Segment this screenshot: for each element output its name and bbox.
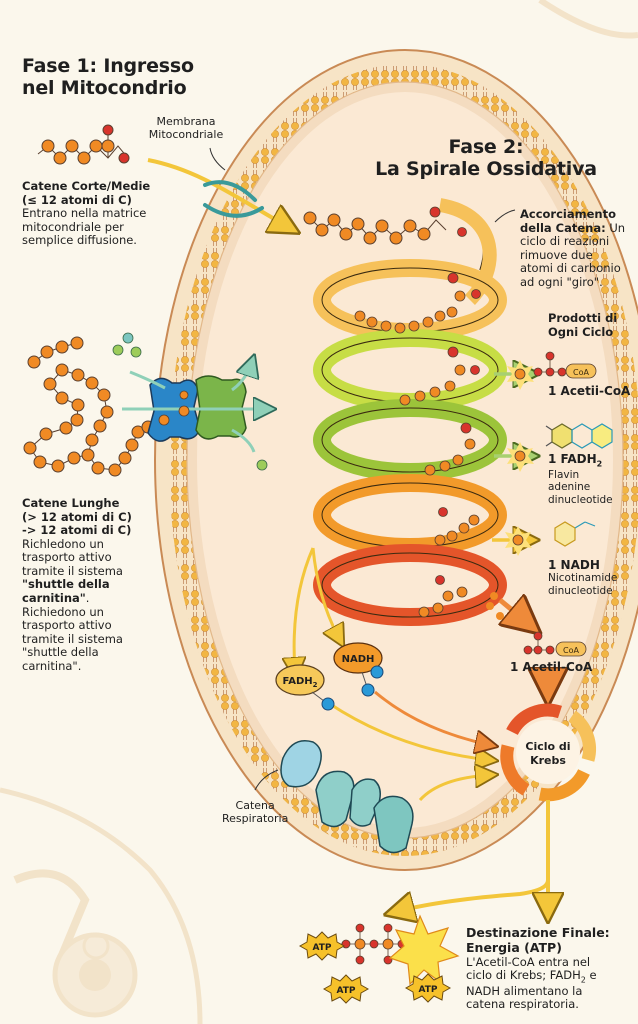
atp-star-2 (322, 974, 370, 1004)
krebs-label-line2: Krebs (530, 754, 566, 767)
atp-star-3 (404, 973, 452, 1003)
coa-tag-1: CoA (573, 368, 589, 377)
atp-label-3: ATP (418, 985, 437, 995)
diffusion-arrow (147, 158, 290, 228)
atp-group: ATP ATP ATP (298, 914, 460, 1004)
energy-burst (388, 914, 460, 986)
respiratory-chain-label: Catena Respiratoria (222, 799, 289, 825)
membrane-label-leader (209, 147, 226, 171)
fadh2-carrier (275, 664, 335, 711)
nadh-carrier-label: NADH (342, 654, 375, 665)
respiratory-label-leader (254, 769, 279, 791)
nadh-molecule-icon (554, 521, 596, 547)
acetyl-coa-icon-1: CoA (533, 351, 597, 379)
carnitine-molecules (112, 332, 268, 471)
acetyl-coa-icon-final: CoA (523, 631, 587, 657)
short-chains-text: Catene Corte/Medie (≤ 12 atomi di C) Ent… (22, 179, 151, 248)
krebs-center (516, 720, 580, 784)
carrier-arrows (294, 547, 490, 802)
fadh2-carrier-label: FADH2 (283, 676, 318, 689)
short-chain-molecule (37, 124, 130, 165)
product-fadh2: 1 FADH2 Flavin adenine dinucleotide (548, 452, 613, 506)
krebs-label-line1: Ciclo di (525, 740, 570, 753)
chain-shortening-text: Accorciamento della Catena: Un ciclo di … (520, 207, 626, 289)
product-acetyl-coa: 1 Acetii-CoA (548, 384, 631, 398)
atp-label-2: ATP (336, 986, 355, 996)
product-nadh: 1 NADH Nicotinamide dinucleotide (548, 558, 618, 597)
shuttle-arrows (122, 362, 268, 453)
phase1-title: Fase 1: Ingresso nel Mitocondrio (22, 55, 194, 100)
shuttle-cargo (158, 390, 190, 426)
membrane-channel (203, 180, 264, 218)
long-chain-molecule (23, 336, 155, 477)
membrane-label: Membrana Mitocondriale (148, 115, 224, 141)
krebs-cycle-icon (500, 703, 597, 802)
atp-label-1: ATP (312, 943, 331, 953)
spiral-molecules (354, 206, 481, 618)
atp-star-1 (298, 931, 346, 961)
nadh-carrier (333, 642, 384, 697)
entering-chain (303, 211, 447, 245)
destination-text: Destinazione Finale: Energia (ATP) L'Ace… (466, 925, 610, 1012)
fadh2-molecule-icon (545, 423, 613, 449)
accorciamento-leader (494, 209, 516, 223)
product-bursts (486, 360, 534, 620)
energy-arrows (395, 800, 548, 912)
phase2-title: Fase 2: La Spirale Ossidativa (375, 136, 597, 181)
respiratory-chain-proteins (280, 740, 414, 854)
products-title: Prodotti di Ogni Ciclo (548, 311, 618, 339)
long-chains-text: Catene Lunghe (> 12 atomi di C) -> 12 at… (22, 496, 132, 673)
coa-tag-final: CoA (563, 646, 579, 655)
final-acetyl-coa-label: 1 Acetil-CoA (510, 660, 593, 674)
